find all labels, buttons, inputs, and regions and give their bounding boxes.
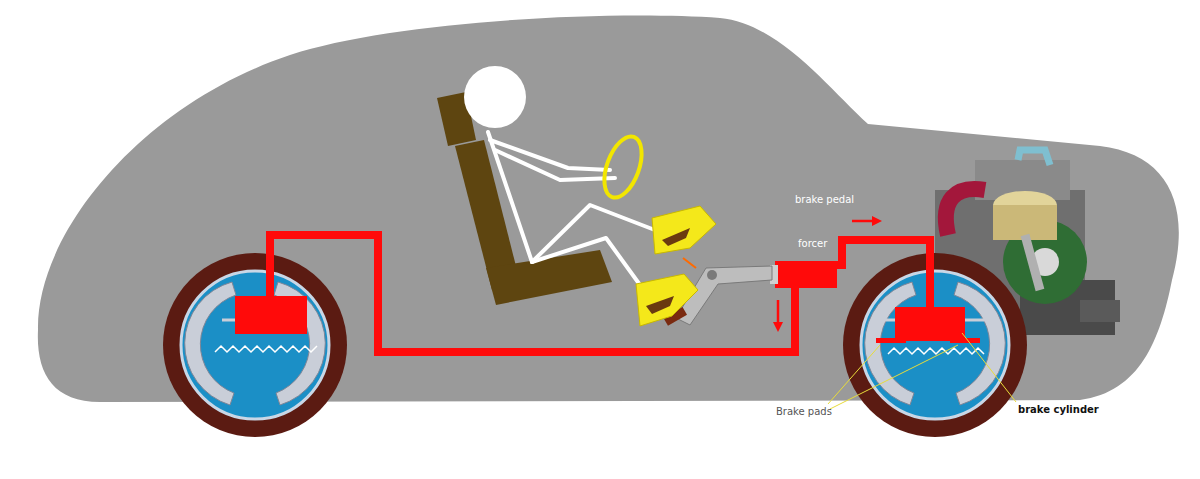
master-cylinder: [775, 261, 837, 288]
connecting-rod: [1025, 235, 1040, 290]
coolant-pipe: [1018, 150, 1050, 165]
shoe: [636, 274, 698, 326]
leader-line: [830, 345, 958, 409]
tyre: [843, 253, 1027, 437]
part-label: brake pedal: [795, 194, 854, 206]
brake-shoe: [954, 282, 1005, 405]
driver-arm: [495, 150, 615, 180]
driver-head: [464, 66, 526, 128]
driver: [464, 66, 660, 296]
flow-arrow: [777, 300, 780, 322]
pedal-pivot: [707, 270, 717, 280]
driver-leg: [532, 238, 648, 296]
piston-body: [993, 205, 1057, 240]
part-label: Brake pads: [776, 406, 832, 418]
intake-pipe: [946, 189, 985, 235]
brake-shoe: [185, 282, 236, 405]
brake-shoe: [865, 282, 916, 405]
brake-pad: [950, 338, 980, 343]
leader-line: [828, 345, 880, 404]
rear-wheel: [163, 253, 347, 437]
seat: [437, 92, 612, 305]
steering-wheel: [597, 131, 649, 202]
engine-mount: [1080, 300, 1120, 322]
shoe-sole: [662, 228, 690, 246]
wheel-cylinder: [895, 307, 965, 341]
flow-arrowhead: [872, 216, 882, 226]
brake-lining: [888, 348, 984, 354]
tyre: [163, 253, 347, 437]
flow-arrowhead: [773, 322, 783, 332]
brake-pad: [876, 338, 906, 343]
shoe: [652, 206, 716, 254]
part-label: brake cylinder: [1018, 404, 1099, 416]
brake-drum: [181, 271, 329, 419]
part-label: forcer: [798, 238, 827, 250]
front-wheel: [843, 253, 1027, 437]
brake-drum: [861, 271, 1009, 419]
push-indicator: [683, 258, 696, 268]
leader-line: [962, 333, 1016, 402]
wheel-cylinder: [235, 296, 307, 334]
brake-line: [830, 240, 930, 308]
flow-arrow: [852, 220, 872, 223]
brake-lining: [215, 346, 317, 352]
brake-line: [270, 235, 795, 352]
driver-leg: [532, 205, 660, 262]
shoe-sole: [646, 296, 674, 314]
